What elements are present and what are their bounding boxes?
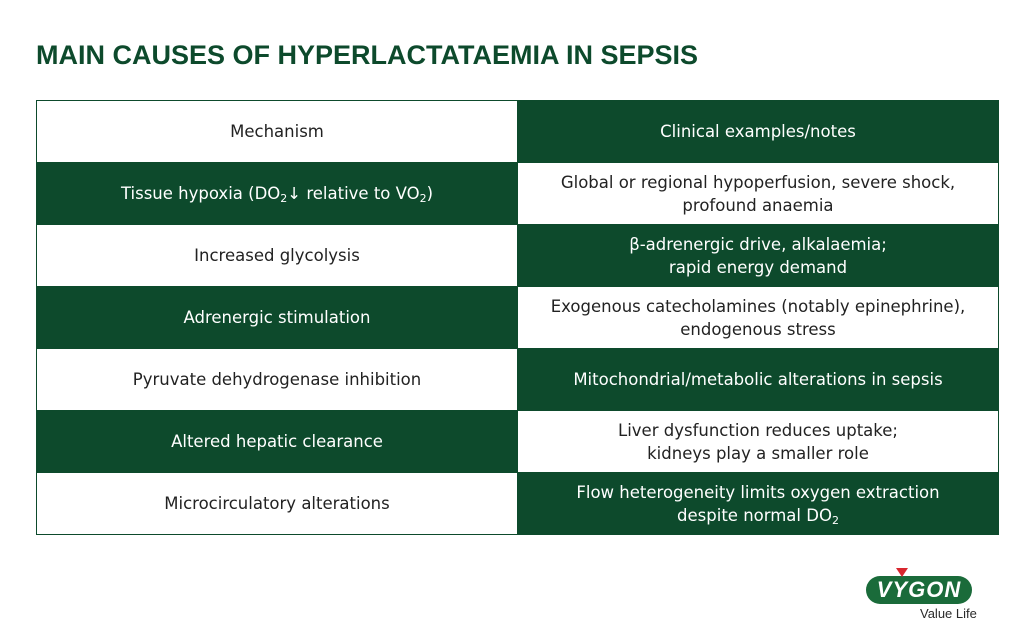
table-row: Altered hepatic clearance Liver dysfunct… [36, 410, 999, 473]
notes-line: Exogenous catecholamines (notably epinep… [550, 296, 966, 316]
vygon-logo: VYGON Value Life [866, 568, 986, 630]
notes-line: despite normal DO2 [528, 504, 988, 527]
mechanism-cell: Microcirculatory alterations [36, 472, 518, 535]
mechanism-cell: Tissue hypoxia (DO2↓ relative to VO2) [36, 162, 518, 225]
page-title: MAIN CAUSES OF HYPERLACTATAEMIA IN SEPSI… [36, 40, 699, 70]
logo-triangle-icon [896, 568, 908, 577]
logo-tagline: Value Life [920, 606, 977, 621]
table-row: Pyruvate dehydrogenase inhibition Mitoch… [36, 348, 999, 411]
subscript: 2 [419, 192, 427, 205]
notes-line: rapid energy demand [668, 257, 848, 277]
notes-line: endogenous stress [680, 319, 836, 339]
table-row: Adrenergic stimulation Exogenous catecho… [36, 286, 999, 349]
notes-cell: Liver dysfunction reduces uptake; kidney… [517, 410, 999, 473]
mechanism-cell: Altered hepatic clearance [36, 410, 518, 473]
causes-table: Mechanism Clinical examples/notes Tissue… [36, 100, 999, 535]
notes-text: despite normal DO [677, 505, 832, 525]
notes-line: kidneys play a smaller role [647, 443, 869, 463]
logo-wordmark: VYGON [866, 576, 972, 604]
notes-cell: Mitochondrial/metabolic alterations in s… [517, 348, 999, 411]
notes-cell: Global or regional hypoperfusion, severe… [517, 162, 999, 225]
notes-cell: Exogenous catecholamines (notably epinep… [517, 286, 999, 349]
notes-line: Flow heterogeneity limits oxygen extract… [576, 482, 940, 502]
notes-line: Global or regional hypoperfusion, severe… [560, 172, 956, 192]
header-clinical-notes: Clinical examples/notes [517, 100, 999, 163]
notes-line: Mitochondrial/metabolic alterations in s… [573, 370, 943, 389]
mechanism-text: Tissue hypoxia (DO [120, 184, 281, 203]
notes-line: profound anaemia [682, 195, 834, 215]
subscript: 2 [280, 192, 288, 205]
mechanism-cell: Increased glycolysis [36, 224, 518, 287]
mechanism-text: ↓ relative to VO [287, 184, 420, 203]
table-row: Tissue hypoxia (DO2↓ relative to VO2) Gl… [36, 162, 999, 225]
mechanism-text: ) [426, 184, 434, 203]
notes-cell: Flow heterogeneity limits oxygen extract… [517, 472, 999, 535]
table-header-row: Mechanism Clinical examples/notes [36, 100, 999, 163]
mechanism-cell: Adrenergic stimulation [36, 286, 518, 349]
notes-line: β-adrenergic drive, alkalaemia; [629, 234, 887, 254]
notes-line: Liver dysfunction reduces uptake; [618, 420, 898, 440]
mechanism-cell: Pyruvate dehydrogenase inhibition [36, 348, 518, 411]
header-mechanism: Mechanism [36, 100, 518, 163]
table-row: Microcirculatory alterations Flow hetero… [36, 472, 999, 535]
notes-cell: β-adrenergic drive, alkalaemia; rapid en… [517, 224, 999, 287]
table-row: Increased glycolysis β-adrenergic drive,… [36, 224, 999, 287]
subscript: 2 [831, 513, 839, 527]
